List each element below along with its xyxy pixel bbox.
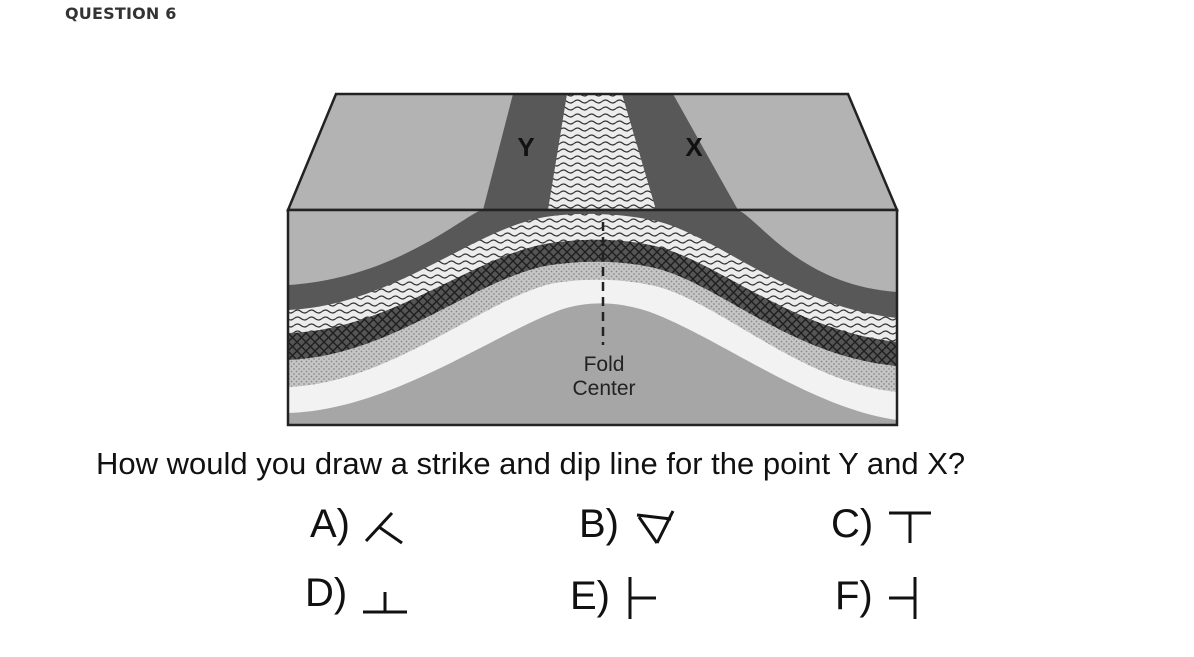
option-a-label: A) (310, 502, 350, 546)
strike-dip-a-icon (364, 511, 403, 544)
option-f: F) (835, 571, 925, 621)
option-b-label: B) (579, 502, 619, 546)
strike-dip-d-icon (363, 591, 408, 613)
point-x-label: X (685, 132, 703, 162)
question-text: How would you draw a strike and dip line… (96, 446, 966, 481)
option-d: D) (305, 571, 411, 616)
strike-dip-b-icon (636, 509, 675, 544)
option-d-label: D) (305, 571, 348, 615)
option-c-label: C) (831, 502, 874, 546)
strike-dip-f-icon (888, 577, 917, 619)
option-a: A) (310, 502, 408, 547)
strike-dip-c-icon (889, 511, 932, 543)
option-e-label: E) (570, 573, 610, 618)
option-f-label: F) (835, 573, 873, 618)
fold-label-line1: Fold (584, 353, 625, 376)
question-title: QUESTION 6 (65, 4, 177, 23)
block-front-face (288, 210, 897, 425)
option-b: B) (579, 502, 677, 547)
point-y-label: Y (517, 132, 534, 162)
option-e: E) (570, 571, 662, 621)
strike-dip-e-icon (628, 577, 656, 619)
option-c: C) (831, 502, 935, 547)
block-top-face (286, 92, 899, 212)
fold-block-diagram: Y X Fold Center (286, 92, 899, 427)
fold-label-line2: Center (572, 377, 635, 400)
